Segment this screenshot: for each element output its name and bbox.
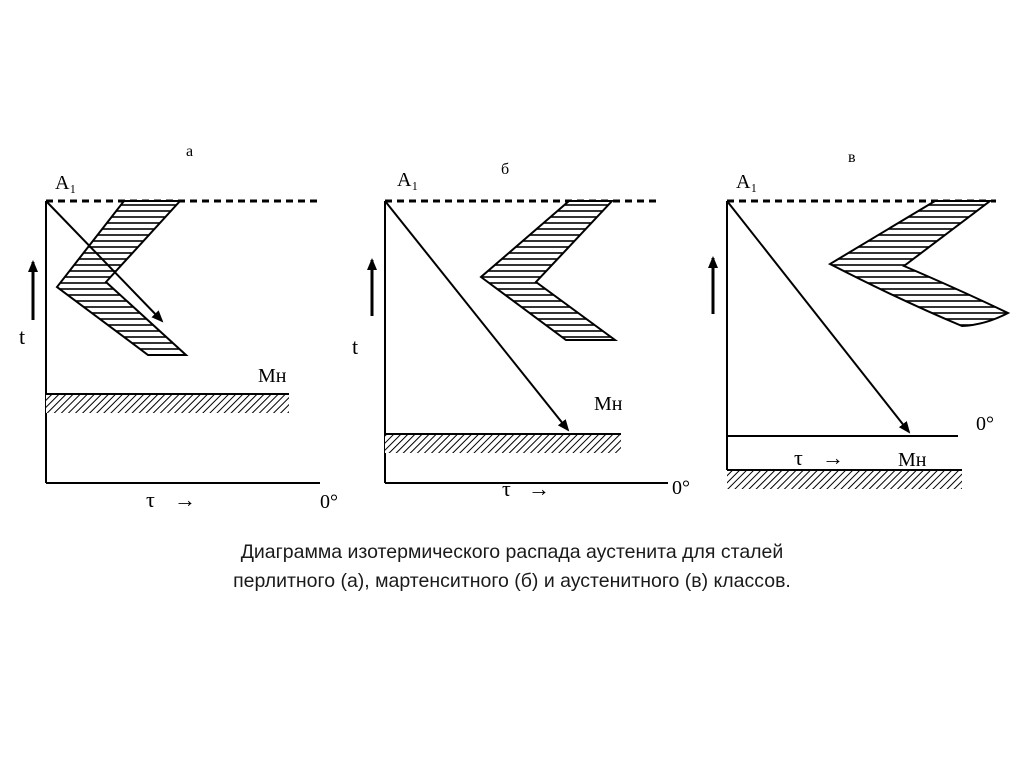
a1-label: A₁ (55, 172, 76, 194)
panel-letter: б (501, 161, 509, 178)
zero-degree-label: 0° (672, 477, 690, 499)
panel-b: б A₁ t Мн τ → 0° (352, 161, 690, 501)
cooling-line (45, 200, 164, 323)
a1-label: A₁ (397, 169, 418, 191)
ms-hatch (727, 471, 962, 489)
tau-label: τ (146, 487, 155, 512)
ms-hatch (46, 395, 289, 413)
tau-label: τ (502, 476, 511, 501)
ms-label: Мн (594, 393, 623, 415)
zero-degree-label: 0° (320, 491, 338, 513)
ms-hatch (385, 435, 621, 453)
panel-v: в A₁ 0° τ → Мн (708, 149, 1011, 489)
t-label: t (19, 324, 25, 349)
tau-label: τ (794, 445, 803, 470)
t-label: t (352, 334, 358, 359)
tau-arrow-icon: → (528, 476, 550, 501)
tau-arrow-icon: → (174, 487, 196, 512)
ms-label: Мн (898, 449, 927, 471)
panel-a: a A₁ t Мн τ → 0° (19, 143, 338, 513)
c-curve-band (55, 200, 189, 356)
tau-arrow-icon: → (822, 445, 844, 470)
panel-letter: в (848, 149, 856, 166)
zero-degree-label: 0° (976, 413, 994, 435)
a1-label: A₁ (736, 171, 757, 193)
caption-line-2: перлитного (а), мартенситного (б) и ауст… (233, 570, 791, 592)
cooling-line (726, 200, 911, 434)
c-curve-band (827, 200, 1011, 328)
panel-letter: a (186, 143, 193, 160)
c-curve-band (479, 200, 619, 341)
caption-line-1: Диаграмма изотермического распада аустен… (240, 541, 784, 563)
ms-label: Мн (258, 365, 287, 387)
figure-caption: Диаграмма изотермического распада аустен… (0, 538, 1024, 596)
cooling-line (384, 200, 570, 432)
